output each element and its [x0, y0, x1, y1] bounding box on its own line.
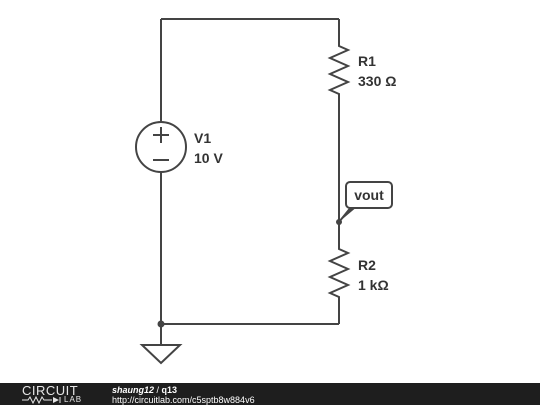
author-name[interactable]: shaung12 — [112, 385, 155, 395]
probe-label: vout — [354, 187, 384, 203]
circuit-credits: shaung12 / q13 http://circuitlab.com/c5s… — [112, 385, 255, 405]
r2-value: 1 kΩ — [358, 277, 389, 293]
logo-text-top: CIRCUIT — [22, 383, 79, 398]
v1-name: V1 — [194, 130, 211, 146]
circuitlab-logo[interactable]: CIRCUIT LAB — [4, 384, 104, 404]
footer-bar: CIRCUIT LAB shaung12 / q13 http://circui… — [0, 383, 540, 405]
circuit-title[interactable]: q13 — [161, 385, 178, 395]
circuit-schematic: vout R1 330 Ω V1 10 V R2 1 kΩ — [135, 18, 396, 365]
credit-separator: / — [154, 385, 162, 395]
junction-node — [157, 320, 165, 328]
r1-name: R1 — [358, 53, 376, 69]
logo-text-bottom: LAB — [64, 395, 83, 404]
resistor-r2[interactable] — [327, 243, 351, 300]
logo-resistor-icon — [22, 396, 61, 404]
r1-value: 330 Ω — [358, 73, 396, 89]
voltage-source-v1[interactable] — [135, 121, 187, 173]
v1-value: 10 V — [194, 150, 223, 166]
circuit-url[interactable]: http://circuitlab.com/c5sptb8w884v6 — [112, 395, 255, 405]
ground-symbol — [139, 324, 183, 365]
resistor-r1[interactable] — [327, 40, 351, 97]
probe-vout[interactable]: vout — [338, 181, 393, 223]
r2-name: R2 — [358, 257, 376, 273]
